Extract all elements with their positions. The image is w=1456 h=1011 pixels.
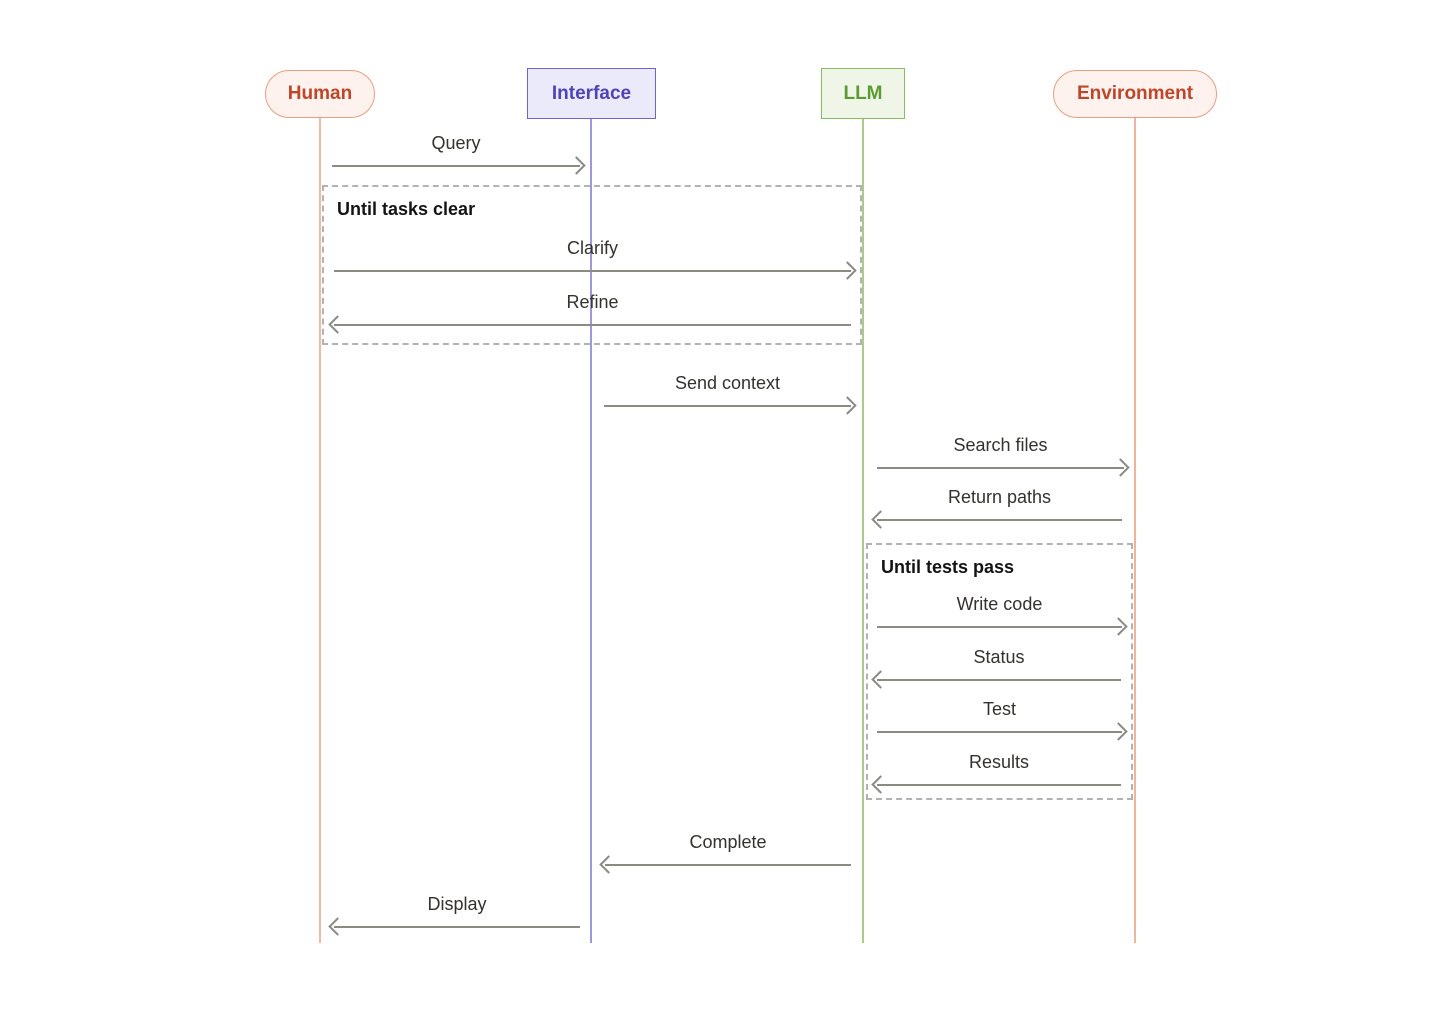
actor-interface: Interface <box>527 68 656 119</box>
arrow-right-icon <box>877 467 1124 469</box>
message-clarify: Clarify <box>334 236 851 272</box>
arrow-left-icon <box>877 519 1122 521</box>
message-display: Display <box>334 892 580 928</box>
arrow-right-icon <box>334 270 851 272</box>
actor-llm: LLM <box>821 68 905 119</box>
message-label: Query <box>431 133 481 153</box>
message-label: Display <box>427 894 487 914</box>
message-query: Query <box>332 131 580 167</box>
message-label: Search files <box>953 435 1048 455</box>
message-label: Send context <box>674 373 781 393</box>
message-return-paths: Return paths <box>877 485 1122 521</box>
actor-human: Human <box>265 70 375 118</box>
arrow-right-icon <box>877 731 1122 733</box>
message-complete: Complete <box>605 830 851 866</box>
message-send-context: Send context <box>604 371 851 407</box>
arrow-right-icon <box>877 626 1122 628</box>
message-label: Status <box>973 647 1025 667</box>
human-lifeline <box>319 118 321 943</box>
message-status: Status <box>877 645 1121 681</box>
message-label: Complete <box>689 832 767 852</box>
llm-lifeline <box>862 118 864 943</box>
message-label: Refine <box>566 292 619 312</box>
actor-environment-label: Environment <box>1076 83 1194 104</box>
message-label: Results <box>968 752 1030 772</box>
message-label: Test <box>982 699 1016 719</box>
message-test: Test <box>877 697 1122 733</box>
actor-environment: Environment <box>1053 70 1217 118</box>
loop-title: Until tasks clear <box>337 199 476 219</box>
arrow-left-icon <box>605 864 851 866</box>
message-label: Write code <box>956 594 1043 614</box>
loop-until-tasks-clear: Until tasks clear <box>322 185 862 345</box>
message-search-files: Search files <box>877 433 1124 469</box>
message-label: Return paths <box>947 487 1052 507</box>
message-refine: Refine <box>334 290 851 326</box>
actor-llm-label: LLM <box>843 82 883 104</box>
arrow-right-icon <box>604 405 851 407</box>
loop-until-tests-pass: Until tests pass <box>866 543 1133 800</box>
arrow-left-icon <box>334 926 580 928</box>
interface-lifeline <box>590 118 592 943</box>
actor-interface-label: Interface <box>551 82 632 104</box>
arrow-left-icon <box>877 784 1121 786</box>
message-results: Results <box>877 750 1121 786</box>
loop-title: Until tests pass <box>881 557 1015 577</box>
arrow-left-icon <box>334 324 851 326</box>
actor-human-label: Human <box>287 83 353 104</box>
message-write-code: Write code <box>877 592 1122 628</box>
message-label: Clarify <box>566 238 618 258</box>
arrow-right-icon <box>332 165 580 167</box>
arrow-left-icon <box>877 679 1121 681</box>
environment-lifeline <box>1134 118 1136 943</box>
